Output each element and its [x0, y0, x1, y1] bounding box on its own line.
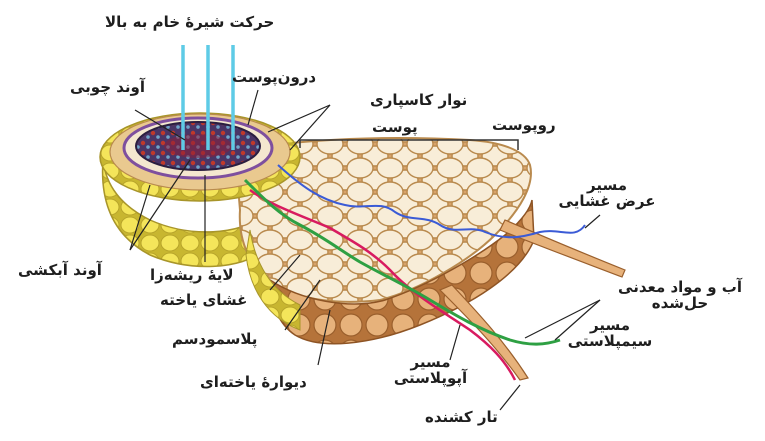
label-water-minerals: آب و مواد معدنی حل‌شده: [600, 280, 760, 312]
label-water-line2: حل‌شده: [600, 296, 760, 312]
label-epidermis: روپوست: [492, 118, 556, 134]
label-phloem: آوند آبکشی: [18, 263, 102, 279]
label-apoplast-route: مسیر آپوپلاستی: [378, 355, 483, 387]
stele-core: [164, 134, 232, 158]
label-symplast-route: مسیر سیمپلاستی: [555, 318, 665, 350]
label-cortex: پوست: [372, 120, 418, 136]
leader-casparian-1: [268, 105, 330, 132]
label-cell-wall: دیوارهٔ یاخته‌ای: [200, 375, 307, 391]
label-plasmodesma: پلاسمودسم: [172, 332, 257, 348]
leader-transmembrane: [585, 215, 600, 228]
label-transmembrane-route: مسیر عرض غشایی: [542, 178, 672, 210]
label-apoplast-line2: آپوپلاستی: [378, 371, 483, 387]
label-symplast-line2: سیمپلاستی: [555, 334, 665, 350]
label-pericycle: لایهٔ ریشه‌زا: [150, 268, 234, 284]
label-transmembrane-line2: عرض غشایی: [542, 194, 672, 210]
label-casparian-strip: نوار کاسپاری: [370, 93, 467, 109]
label-endodermis: درون‌پوست: [232, 70, 316, 86]
label-sap-flow: حرکت شیرهٔ خام به بالا: [105, 15, 274, 31]
leader-root-hair: [500, 385, 520, 410]
label-xylem: آوند چوبی: [70, 80, 145, 96]
label-root-hair: تار کشنده: [425, 410, 498, 426]
label-cell-membrane: غشای یاخته: [160, 293, 247, 309]
